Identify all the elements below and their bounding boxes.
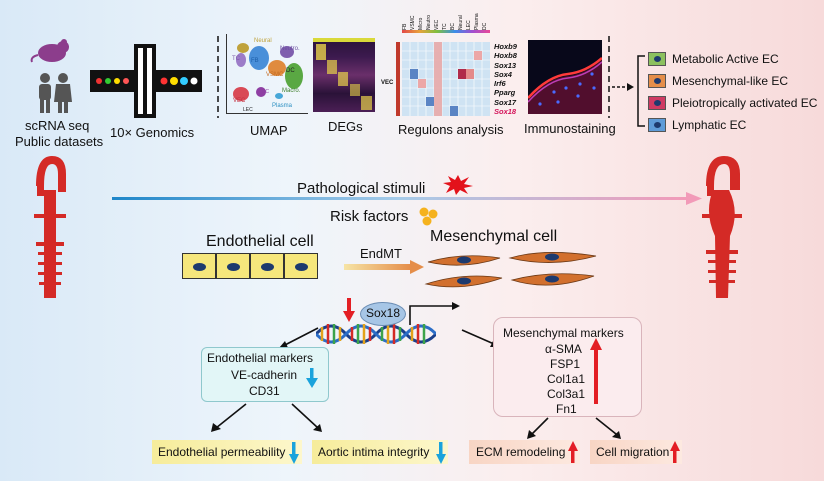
mesenchymal-markers-title: Mesenchymal markers: [503, 326, 624, 340]
mesenchymal-marker: Fn1: [556, 402, 577, 416]
umap-cluster-label: Neutro.: [280, 46, 300, 52]
risk-factors-icon: [418, 206, 438, 226]
dna-helix-icon: [314, 318, 438, 350]
increase-arrow-icon: [670, 441, 680, 463]
umap-cluster-label: Macro.: [282, 88, 301, 94]
scrna-label: scRNA seq: [25, 118, 90, 133]
endothelial-cell: [250, 253, 284, 279]
outcome-permeability: [152, 440, 302, 464]
mesenchymal-marker: α-SMA: [545, 342, 582, 356]
regulon-gene: Sox13: [494, 60, 517, 70]
legend-swatch-metabolic: [648, 52, 666, 66]
regulon-column-header-bar: [402, 30, 490, 33]
degs-label: DEGs: [328, 119, 363, 134]
legend-item: Pleiotropically activated EC: [648, 94, 824, 112]
decrease-arrow-icon: [306, 368, 318, 388]
endothelial-markers-title: Endothelial markers: [207, 351, 314, 365]
umap-cluster-label: Plasma: [272, 103, 293, 109]
outcome-migration-label: Cell migration: [596, 445, 670, 459]
legend-label: Lymphatic EC: [672, 118, 747, 132]
sox18-down-arrow-icon: [343, 298, 355, 322]
umap-cluster-label: BC: [262, 89, 269, 95]
regulon-gene-list: Hoxb9 Hoxb8 Sox13 Sox4 Irf6 Pparg Sox17 …: [494, 42, 528, 118]
regulon-gene: Sox17: [494, 97, 517, 107]
endothelial-cell-row: [182, 253, 318, 279]
regulons-label: Regulons analysis: [398, 122, 504, 137]
regulon-row-label: VEC: [381, 80, 394, 86]
umap-plot: [226, 34, 308, 114]
sox18-label: Sox18: [366, 306, 401, 320]
outcome-intima-label: Aortic intima integrity: [318, 445, 430, 459]
legend-item: Lymphatic EC: [648, 116, 824, 134]
degs-heatmap: [313, 38, 375, 112]
diseased-aorta-icon: [700, 152, 746, 302]
legend-label: Pleiotropically activated EC: [672, 96, 818, 110]
mesenchymal-marker: Col3a1: [547, 387, 586, 401]
healthy-aorta-icon: [30, 152, 70, 302]
legend-swatch-mesenchymal: [648, 74, 666, 88]
outcome-intima: [312, 440, 448, 464]
umap-cluster-label: DC: [286, 68, 295, 74]
progression-arrow: [112, 192, 702, 206]
outcome-ecm-label: ECM remodeling: [476, 445, 566, 459]
regulon-sidebar: [396, 42, 400, 116]
outcome-migration: [590, 440, 682, 464]
decrease-arrow-icon: [436, 442, 446, 464]
people-icon: [34, 72, 74, 114]
endmt-label: EndMT: [360, 246, 402, 261]
umap-cluster-label: FB: [251, 58, 259, 64]
endothelial-cell-label: Endothelial cell: [206, 233, 314, 250]
separator-dashes: [217, 36, 645, 127]
endothelial-markers-box: [201, 347, 329, 402]
sox18-bubble: [360, 302, 406, 326]
regulon-gene: Pparg: [494, 88, 516, 98]
stimuli-burst-icon: [443, 175, 473, 195]
public-datasets-label: Public datasets: [15, 134, 104, 149]
umap-cluster-label: VEC: [233, 98, 246, 104]
regulon-gene: Hoxb8: [494, 51, 517, 61]
immunostaining-label: Immunostaining: [524, 121, 616, 136]
risk-factors-label: Risk factors: [330, 208, 409, 225]
mesenchymal-markers-box: [493, 317, 642, 417]
endothelial-cell: [284, 253, 318, 279]
umap-cluster-label: Neural: [254, 38, 272, 44]
legend-swatch-pleiotropic: [648, 96, 666, 110]
mesenchymal-marker: Col1a1: [547, 372, 586, 386]
mesenchymal-marker: FSP1: [550, 357, 581, 371]
regulon-gene-highlight: Sox18: [494, 107, 517, 117]
legend-item: Mesenchymal-like EC: [648, 72, 824, 90]
endothelial-marker: VE-cadherin: [231, 368, 298, 382]
legend-item: Metabolic Active EC: [648, 50, 824, 68]
ec-subtype-legend: Metabolic Active EC Mesenchymal-like EC …: [648, 50, 824, 134]
regulon-gene: Hoxb9: [494, 42, 517, 51]
umap-cluster-label: TC: [232, 56, 240, 62]
regulon-gene: Irf6: [494, 79, 506, 89]
decrease-arrow-icon: [289, 442, 299, 464]
outcome-ecm: [469, 440, 580, 464]
increase-arrow-icon: [590, 338, 602, 404]
regulon-heatmap: [402, 42, 490, 116]
legend-label: Mesenchymal-like EC: [672, 74, 789, 88]
umap-cluster-label: LEC: [243, 107, 253, 113]
umap-label: UMAP: [250, 123, 288, 138]
outcome-permeability-label: Endothelial permeability: [158, 445, 286, 459]
legend-label: Metabolic Active EC: [672, 52, 779, 66]
endothelial-marker: CD31: [249, 384, 280, 398]
genomics-label: 10× Genomics: [110, 125, 195, 140]
umap-cluster-label: VSMC: [266, 72, 284, 78]
increase-arrow-icon: [568, 441, 578, 463]
mesenchymal-cell-label: Mesenchymal cell: [430, 228, 558, 245]
endmt-arrow: [344, 260, 424, 274]
immunostaining-image: [528, 40, 602, 114]
endothelial-cell: [216, 253, 250, 279]
pathological-stimuli-label: Pathological stimuli: [297, 180, 426, 197]
regulon-gene: Sox4: [494, 69, 512, 79]
mesenchymal-cell-cluster: [424, 248, 600, 294]
genomics-chip-icon: [90, 44, 202, 118]
legend-swatch-lymphatic: [648, 118, 666, 132]
mouse-icon: [30, 35, 78, 63]
endothelial-cell: [182, 253, 216, 279]
